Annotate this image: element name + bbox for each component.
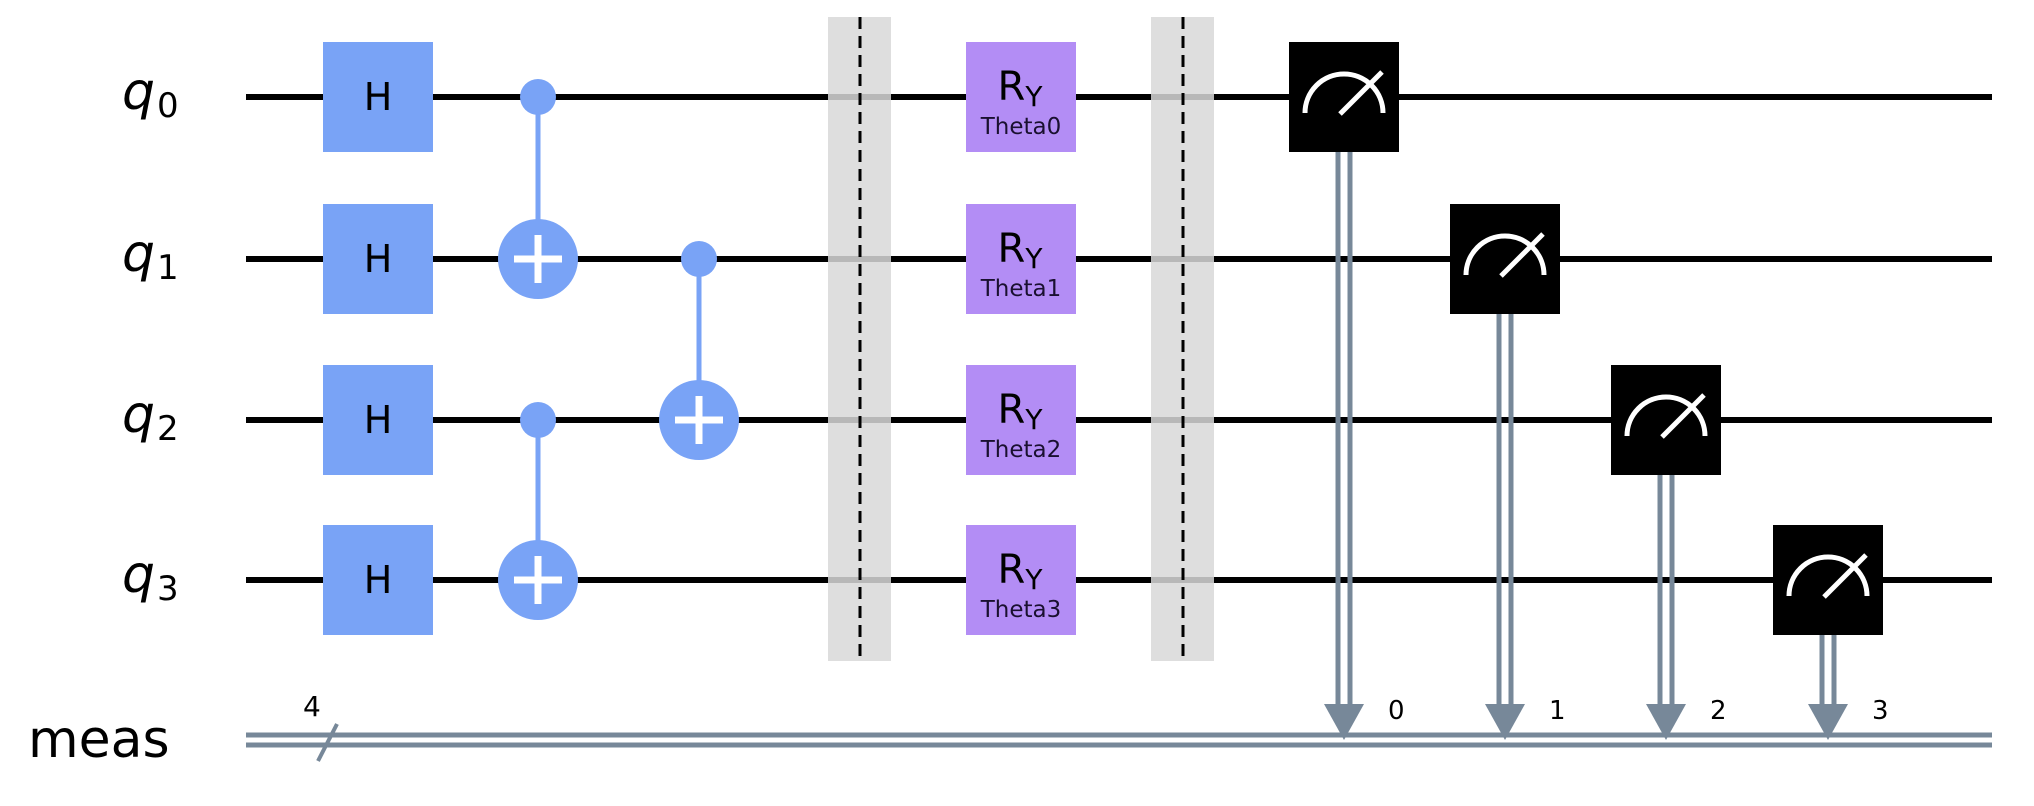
h-gate-label: H <box>364 237 393 281</box>
barriers-layer <box>828 17 1214 661</box>
cx-control-dot-icon <box>681 241 717 277</box>
measure-gate-q2 <box>1611 365 1721 740</box>
qubit-label-index: 0 <box>157 86 179 126</box>
h-gate-q2: H <box>323 365 433 475</box>
h-gate-box <box>323 525 433 635</box>
ry-gate-label-sub: Y <box>1024 242 1043 275</box>
ry-gate-label: RY <box>998 387 1044 436</box>
h-gate-q1: H <box>323 204 433 314</box>
classical-bit-label: 0 <box>1388 696 1405 726</box>
qubit-label-name: q <box>122 62 155 122</box>
register-size-slash-icon <box>316 723 339 762</box>
qubit-label-index: 3 <box>157 569 179 609</box>
ry-gate-label-sub: Y <box>1024 403 1043 436</box>
h-gate-box <box>323 204 433 314</box>
measure-box <box>1611 365 1721 475</box>
meter-needle-icon <box>1660 393 1706 439</box>
h-gate-box <box>323 42 433 152</box>
barrier <box>828 17 891 661</box>
qubit-label-name: q <box>122 224 155 284</box>
qubit-label-index: 2 <box>157 409 179 449</box>
h-gate-box <box>323 365 433 475</box>
qubit-label-q0: q0 <box>122 62 179 126</box>
wires-layer <box>246 94 1992 762</box>
h-gate-label: H <box>364 558 393 602</box>
qubit-label-index: 1 <box>157 248 179 288</box>
ry-gate-label-main: R <box>998 547 1026 593</box>
ry-gate-box <box>966 204 1076 314</box>
classical-bit-label: 1 <box>1549 696 1566 726</box>
qubit-label-name: q <box>122 545 155 605</box>
qubit-label-name: q <box>122 385 155 445</box>
ry-gate-parameter: Theta2 <box>980 437 1062 463</box>
qubit-label-q3: q3 <box>122 545 179 609</box>
measure-box <box>1450 204 1560 314</box>
barrier <box>1151 17 1214 661</box>
ry-gate-box <box>966 365 1076 475</box>
measure-arrow-icon <box>1324 704 1364 740</box>
qubit-label-q1: q1 <box>122 224 179 288</box>
meter-arc-icon <box>1624 394 1708 437</box>
meter-needle-icon <box>1822 553 1868 599</box>
measure-arrow-icon <box>1646 704 1686 740</box>
ry-gate-label: RY <box>998 64 1044 113</box>
ry-gate-label-main: R <box>998 226 1026 272</box>
measure-gate-q1 <box>1450 204 1560 740</box>
ry-gate-label-sub: Y <box>1024 80 1043 113</box>
measure-box <box>1289 42 1399 152</box>
h-gate-label: H <box>364 75 393 119</box>
cx-gate-q0-q1 <box>498 79 578 299</box>
ry-gate-box <box>966 42 1076 152</box>
cx-gate-q2-q3 <box>498 402 578 620</box>
cx-control-dot-icon <box>520 79 556 115</box>
ry-gate-label-main: R <box>998 387 1026 433</box>
ry-gate-label: RY <box>998 226 1044 275</box>
meter-needle-icon <box>1499 232 1545 278</box>
ry-gate-label-main: R <box>998 64 1026 110</box>
h-gate-label: H <box>364 398 393 442</box>
measure-gate-q0 <box>1289 42 1399 740</box>
ry-gate-parameter: Theta3 <box>980 597 1062 623</box>
measure-box <box>1773 525 1883 635</box>
ry-gate-label: RY <box>998 547 1044 596</box>
classical-bit-label: 2 <box>1710 696 1727 726</box>
cx-gate-q1-q2 <box>659 241 739 460</box>
meter-arc-icon <box>1463 233 1547 276</box>
cx-control-dot-icon <box>520 402 556 438</box>
measure-arrow-icon <box>1808 704 1848 740</box>
qubit-label-q2: q2 <box>122 385 179 449</box>
ry-gate-parameter: Theta0 <box>980 114 1062 140</box>
ry-gate-label-sub: Y <box>1024 563 1043 596</box>
h-gate-q3: H <box>323 525 433 635</box>
classical-bit-label: 3 <box>1872 696 1889 726</box>
register-size-label: 4 <box>303 690 321 723</box>
ry-gate-box <box>966 525 1076 635</box>
classical-register-label: meas <box>28 710 170 770</box>
measure-arrow-icon <box>1485 704 1525 740</box>
measure-gate-q3 <box>1773 525 1883 740</box>
meter-arc-icon <box>1302 71 1386 114</box>
meter-needle-icon <box>1338 70 1384 116</box>
ry-gate-parameter: Theta1 <box>980 276 1062 302</box>
meter-arc-icon <box>1786 554 1870 597</box>
h-gate-q0: H <box>323 42 433 152</box>
